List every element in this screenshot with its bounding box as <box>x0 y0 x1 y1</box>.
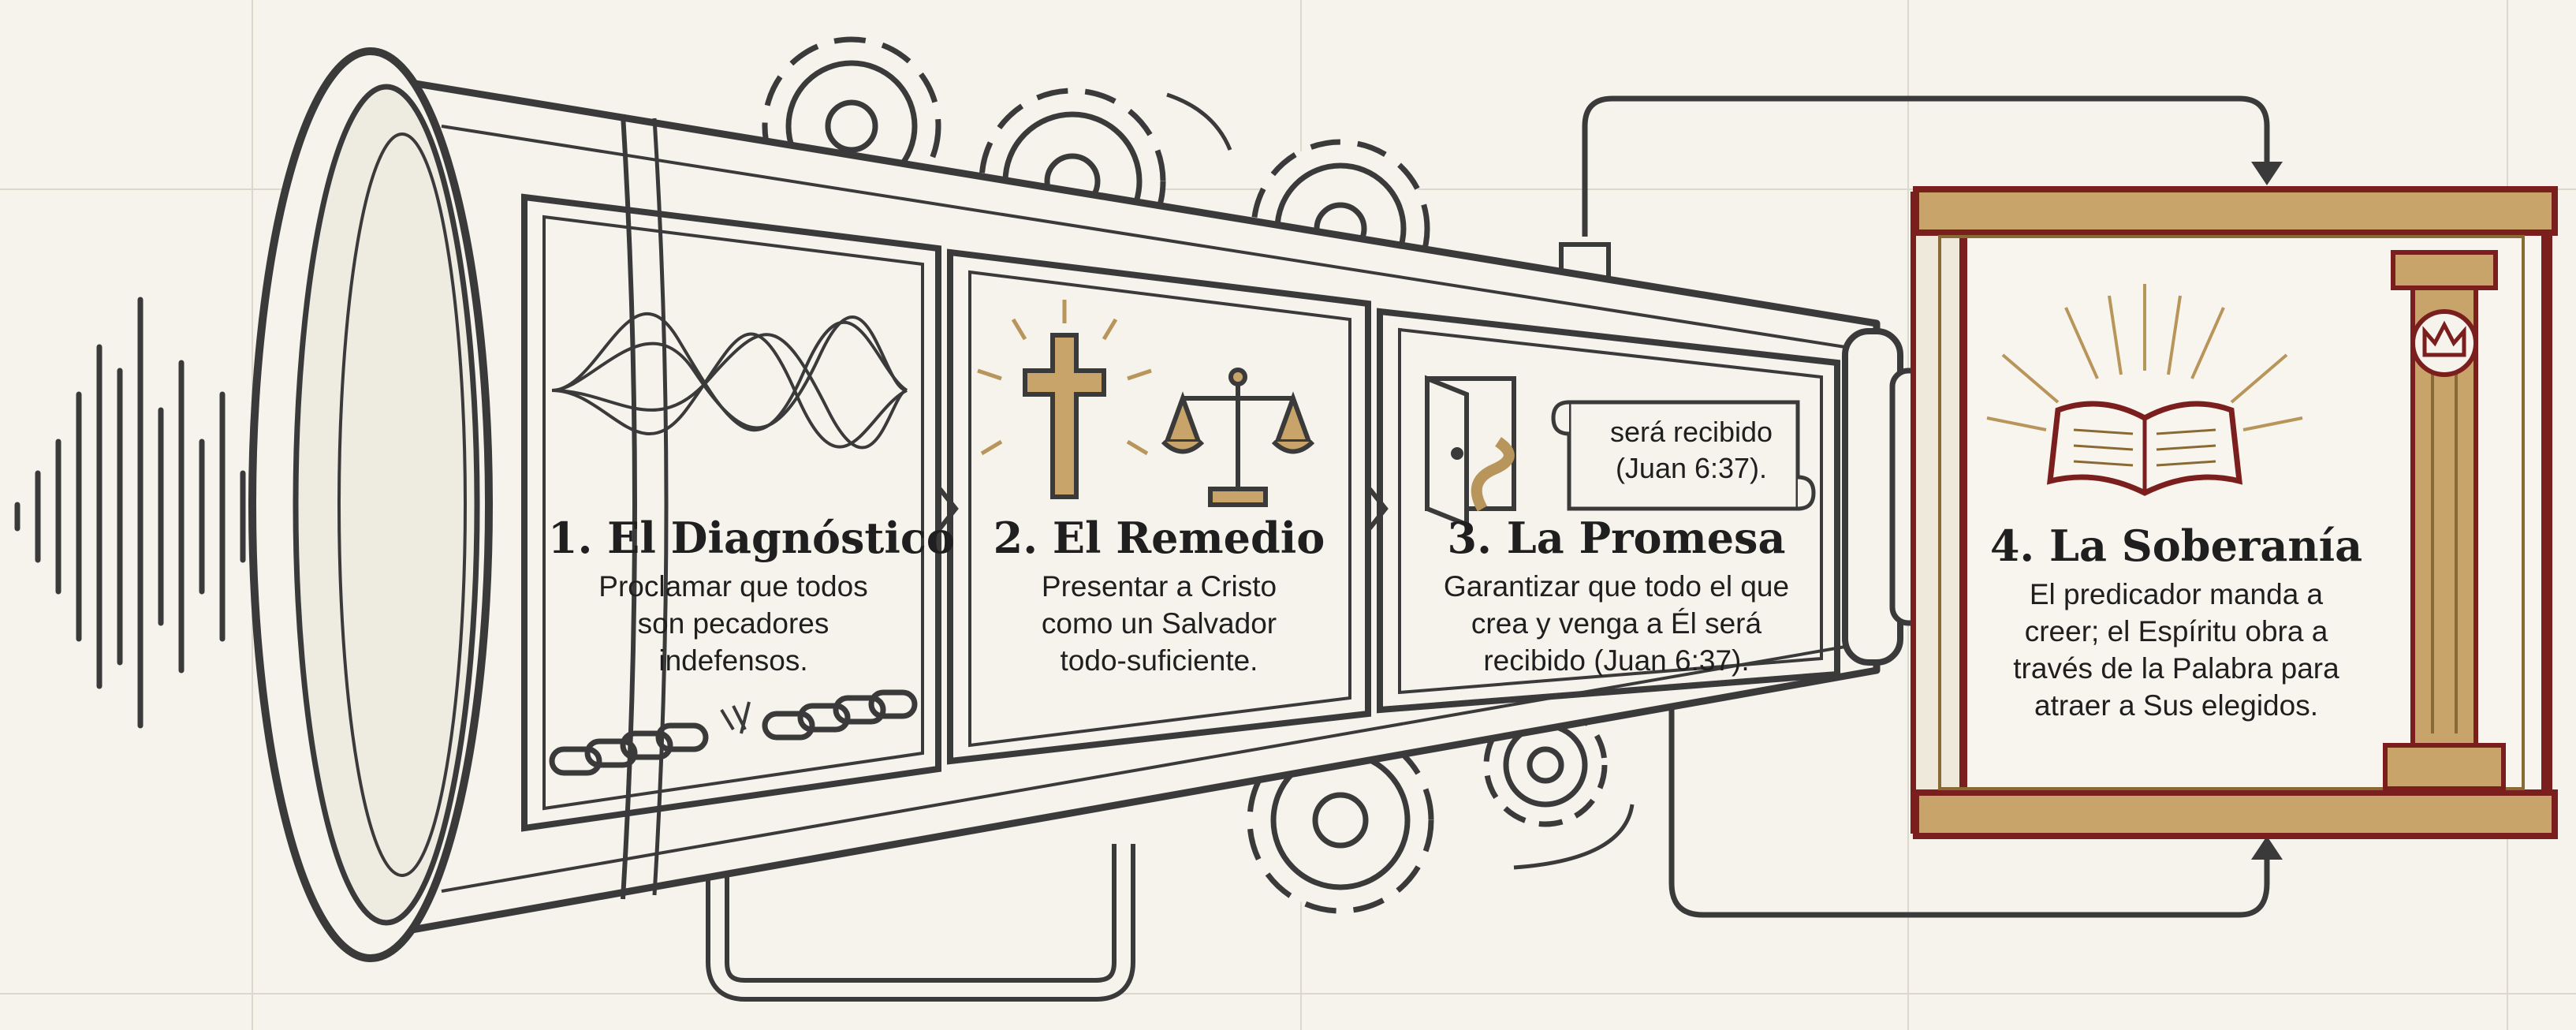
panel-title: 2. El Remedio <box>993 513 1325 563</box>
tangled-waves-icon <box>551 312 908 450</box>
panel-soberania: 4. La Soberanía El predicador manda a cr… <box>1971 521 2381 724</box>
scales-icon <box>1161 368 1315 507</box>
scroll-quote: será recibido (Juan 6:37). <box>1609 416 1773 484</box>
panel-title: 1. El Diagnóstico <box>548 513 955 563</box>
panel-remedio: 2. El Remedio Presentar a Cristo como un… <box>974 513 1344 679</box>
open-bible-icon <box>1986 284 2303 496</box>
panel-frame-3 <box>1377 308 1840 714</box>
panel-title: 3. La Promesa <box>1447 513 1786 563</box>
panel-frame-2 <box>947 248 1371 765</box>
panel-description: Garantizar que todo el que crea y venga … <box>1443 570 1790 677</box>
panel-frame-1 <box>521 193 941 832</box>
panel-description: El predicador manda a creer; el Espíritu… <box>2013 578 2339 722</box>
cross-icon <box>977 300 1152 499</box>
arrow-head-icon <box>2251 836 2283 860</box>
flow-arrow <box>1582 95 2270 918</box>
scroll-icon <box>1551 400 1816 511</box>
rotation-arrow-icon <box>1513 804 1635 870</box>
panel-diagnostico: 1. El Diagnóstico Proclamar que todos so… <box>548 513 955 679</box>
rotation-arrow-icon <box>1166 92 1232 151</box>
arrow-head-icon <box>2251 162 2283 185</box>
soberania-frame <box>1911 186 2558 839</box>
panel-description: Presentar a Cristo como un Salvador todo… <box>1041 570 1277 677</box>
panel-title: 4. La Soberanía <box>1989 521 2363 571</box>
path-icon <box>1471 437 1515 512</box>
panel-description: Proclamar que todos son pecadores indefe… <box>598 570 868 677</box>
panel-promesa: 3. La Promesa Garantizar que todo el que… <box>1411 513 1821 679</box>
open-door-icon <box>1425 375 1516 528</box>
chevron-right-icon <box>938 487 959 530</box>
broken-chain-icon <box>549 689 918 776</box>
chevron-right-icon <box>1367 487 1389 530</box>
crown-icon <box>2410 309 2478 377</box>
